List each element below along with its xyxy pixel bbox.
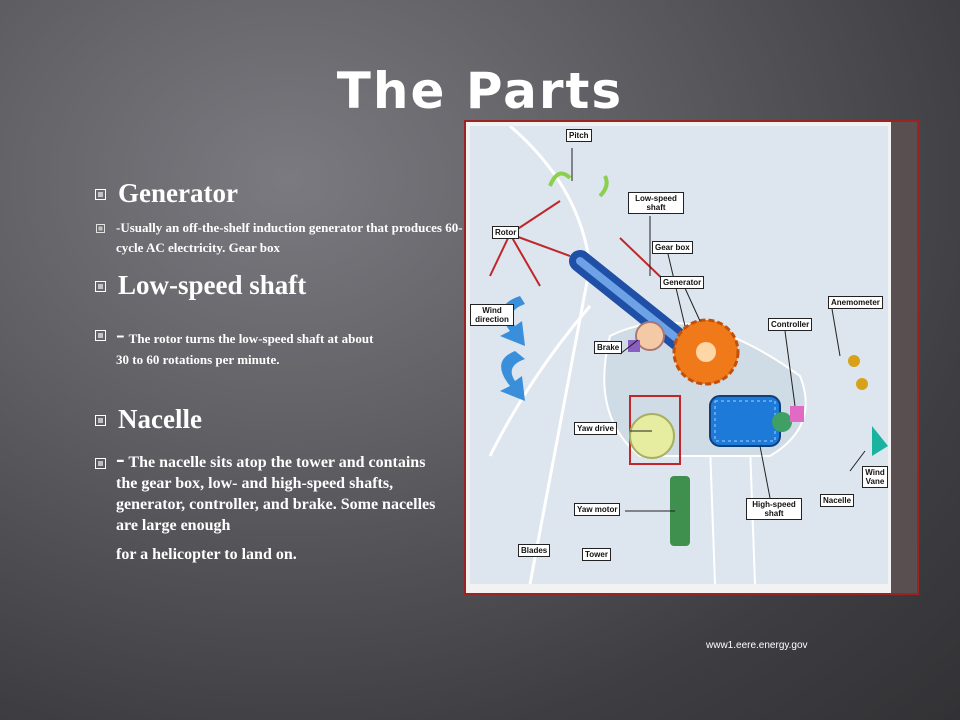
bullet-text: -Usually an off-the-shelf induction gene… (116, 220, 463, 255)
label-wind-direction: Wind direction (470, 304, 514, 326)
label-generator: Generator (660, 276, 705, 289)
bullet-generator: Generator (95, 178, 238, 208)
label-controller: Controller (768, 318, 813, 331)
label-high-speed-shaft: High-speed shaft (746, 498, 802, 520)
bullet-box-icon (95, 189, 106, 200)
diagram-side-strip (891, 122, 917, 593)
bullet-low-speed-desc: - The rotor turns the low-speed shaft at… (95, 320, 465, 368)
bullet-heading: Low-speed shaft (118, 270, 307, 300)
image-credit: www1.eere.energy.gov (706, 640, 808, 651)
bullet-box-icon (96, 224, 105, 233)
label-gear-box: Gear box (652, 241, 693, 254)
bullet-nacelle: Nacelle (95, 404, 202, 434)
bullet-text: The rotor turns the low-speed shaft at a… (128, 331, 374, 346)
bullet-nacelle-desc: - The nacelle sits atop the tower and co… (95, 446, 450, 564)
label-low-speed-shaft: Low-speed shaft (628, 192, 684, 214)
bullet-box-icon (95, 415, 106, 426)
label-anemometer: Anemometer (828, 296, 883, 309)
label-blades: Blades (518, 544, 551, 557)
label-yaw-drive: Yaw drive (574, 422, 617, 435)
bullet-box-icon (95, 281, 106, 292)
bullet-generator-desc: -Usually an off-the-shelf induction gene… (95, 218, 465, 258)
label-yaw-motor: Yaw motor (574, 503, 621, 516)
bullet-text-cont: 30 to 60 rotations per minute. (116, 352, 280, 367)
diagram-illustration (488, 126, 888, 584)
bullet-dash: - (116, 444, 125, 473)
bullet-heading: Generator (118, 178, 238, 208)
label-brake: Brake (594, 341, 623, 354)
label-tower: Tower (582, 548, 611, 561)
bullet-heading: Nacelle (118, 404, 202, 434)
bullet-text: The nacelle sits atop the tower and cont… (116, 454, 436, 534)
bullet-box-icon (95, 458, 106, 469)
bullet-box-icon (95, 330, 106, 341)
label-wind-vane: Wind Vane (862, 466, 888, 488)
bullet-text-cont: for a helicopter to land on. (116, 546, 297, 563)
label-pitch: Pitch (566, 129, 592, 142)
bullet-low-speed-shaft: Low-speed shaft (95, 270, 306, 300)
bullet-dash: - (116, 320, 125, 349)
label-nacelle: Nacelle (820, 494, 855, 507)
slide-title: The Parts (336, 62, 624, 120)
wind-turbine-diagram: Pitch Rotor Low-speed shaft Gear box Gen… (464, 120, 919, 595)
label-rotor: Rotor (492, 226, 520, 239)
diagram-canvas: Pitch Rotor Low-speed shaft Gear box Gen… (470, 126, 888, 584)
